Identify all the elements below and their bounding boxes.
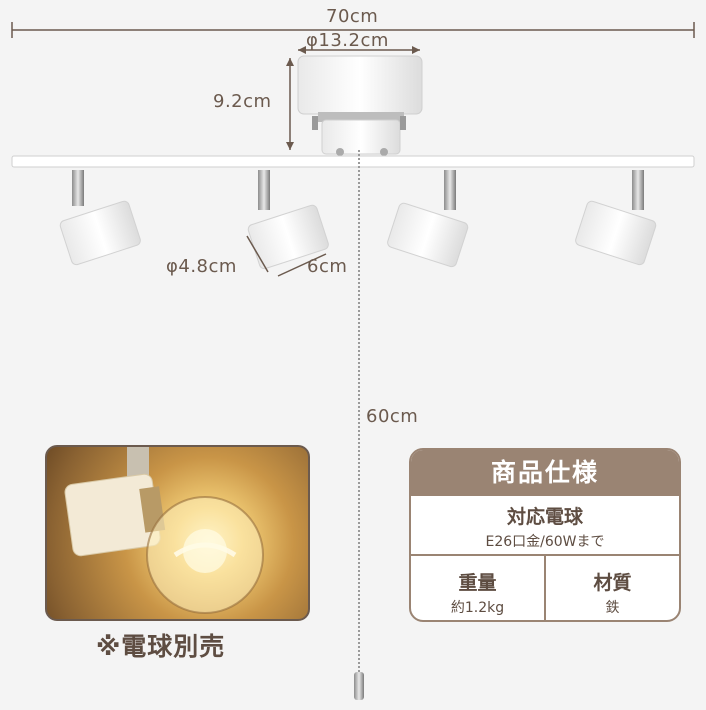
lit-bulb-image: [64, 447, 264, 614]
pull-cord: [354, 150, 364, 700]
spec-panel: 商品仕様 対応電球 E26口金/60Wまで 重量 約1.2kg 材質 鉄: [409, 448, 681, 622]
width-label: 70cm: [326, 6, 379, 27]
spotlight-1: [59, 170, 141, 266]
spec-socket-row: 対応電球 E26口金/60Wまで: [411, 502, 679, 556]
shade-length-label: 6cm: [307, 256, 348, 277]
material-cell: 材質 鉄: [544, 556, 679, 620]
canopy: [297, 55, 423, 156]
pull-cord-label: 60cm: [366, 406, 419, 427]
canopy-diameter-label: φ13.2cm: [306, 30, 389, 51]
canopy-height-label: 9.2cm: [213, 91, 272, 112]
weight-cell: 重量 約1.2kg: [411, 556, 544, 620]
shade-diameter-label: φ4.8cm: [166, 256, 237, 277]
width-dimension-line: [11, 22, 695, 38]
spotlight-2: [247, 170, 329, 270]
bulb-sold-separately-note: ※電球別売: [96, 632, 226, 661]
canopy-height-line: [286, 58, 294, 150]
material-title: 材質: [593, 572, 632, 594]
bulb-photo: [45, 445, 310, 621]
socket-value: E26口金/60Wまで: [485, 534, 605, 550]
weight-title: 重量: [458, 572, 497, 594]
weight-value: 約1.2kg: [450, 600, 505, 616]
shade-dimension-lines: [246, 235, 327, 277]
spotlight-3: [387, 170, 469, 268]
spec-bottom-row: 重量 約1.2kg 材質 鉄: [411, 556, 679, 620]
spec-header: 商品仕様: [411, 450, 679, 496]
spotlight-4: [575, 170, 657, 266]
track-bar: [11, 155, 695, 168]
socket-title: 対応電球: [506, 506, 583, 528]
material-value: 鉄: [605, 600, 620, 616]
canopy-diameter-line: [298, 46, 420, 54]
